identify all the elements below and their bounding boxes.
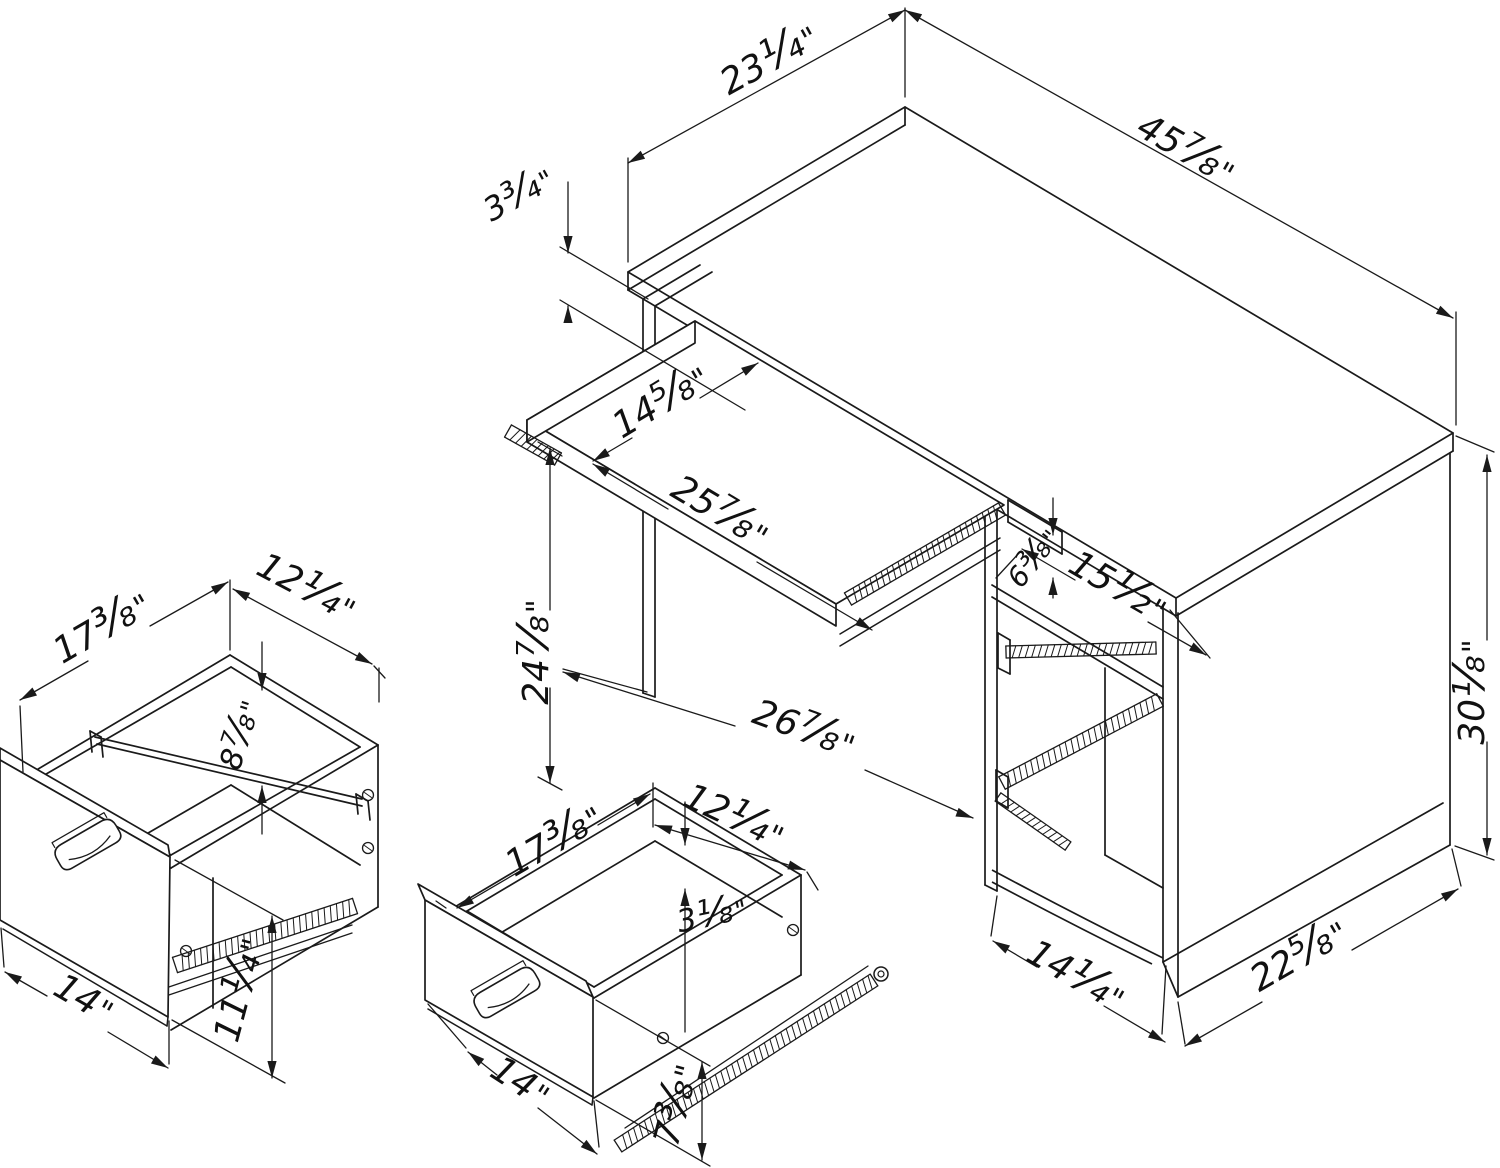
label-desk-top-depth: 23¼" (709, 9, 826, 105)
label-file-front-h: 11¼" (199, 932, 276, 1047)
keyboard-tray-drawing (503, 320, 1007, 647)
label-small-front-h: 7⅜" (639, 1058, 710, 1151)
label-knee-width: 26⅞" (747, 684, 864, 768)
label-file-width: 12¼" (249, 538, 366, 633)
label-file-inner-h: 8⅞" (206, 694, 270, 775)
label-tray-clearance: 24⅞" (508, 599, 559, 705)
label-file-depth: 17⅜" (42, 577, 159, 674)
label-desk-top-width: 45⅞" (1129, 99, 1246, 196)
dimension-annotations (0, 7, 1495, 1167)
file-drawer-drawing (0, 654, 379, 1031)
small-drawer-drawing (417, 787, 889, 1153)
label-tray-drop: 3¾" (474, 154, 562, 230)
label-small-width: 12¼" (677, 768, 794, 859)
label-total-height: 30⅛" (1444, 639, 1495, 745)
label-bottom-opening: 14¼" (1019, 925, 1136, 1022)
label-small-depth: 17⅜" (494, 790, 611, 887)
